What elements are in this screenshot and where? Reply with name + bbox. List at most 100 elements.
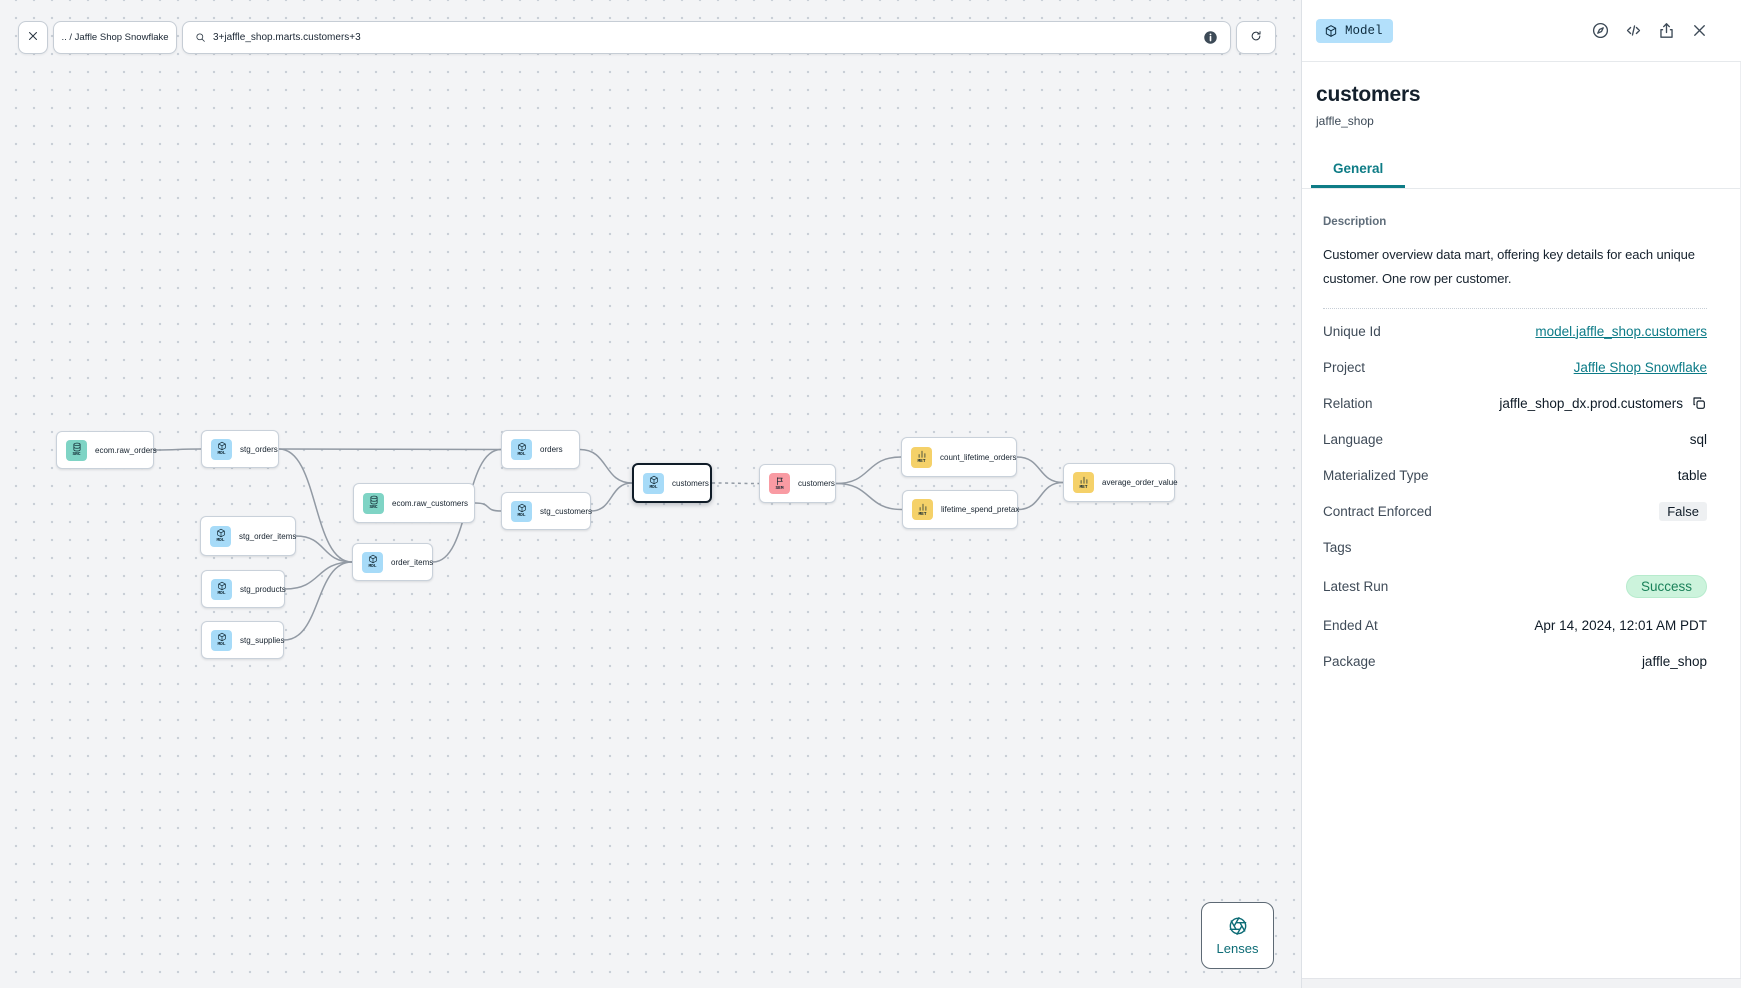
resource-type-label: Model (1345, 23, 1383, 38)
node-type-badge: SEM (769, 473, 790, 494)
lenses-label: Lenses (1216, 940, 1259, 956)
graph-edge (1017, 481, 1064, 511)
graph-edge (579, 448, 633, 484)
close-lineage-button[interactable] (18, 21, 48, 54)
node-label: average_order_value (1102, 478, 1178, 487)
database-icon (369, 495, 379, 505)
field-row-language: Language sql (1323, 421, 1707, 457)
share-button[interactable] (1654, 18, 1680, 44)
node-type-badge: MDL (511, 500, 532, 522)
field-value-link[interactable]: model.jaffle_shop.customers (1535, 323, 1707, 339)
field-row-tags: Tags (1323, 529, 1707, 565)
node-type-label: MDL (517, 451, 526, 457)
flag-icon (775, 476, 785, 486)
graph-edge (835, 482, 903, 511)
field-value-text: jaffle_shop (1641, 653, 1707, 669)
node-type-badge: SRC (66, 439, 87, 461)
status-badge: Success (1625, 574, 1707, 598)
field-value-link[interactable]: Jaffle Shop Snowflake (1573, 359, 1707, 375)
info-icon[interactable] (1203, 30, 1218, 45)
field-value-text: sql (1689, 431, 1707, 447)
node-type-label: MET (918, 511, 927, 517)
value-badge: False (1659, 501, 1707, 521)
graph-node-ecom-raw-orders[interactable]: SRC ecom.raw_orders (56, 431, 157, 469)
cube-icon (216, 528, 226, 538)
node-type-label: MDL (649, 485, 658, 491)
graph-edge (711, 482, 760, 485)
graph-node-stg-customers[interactable]: MDL stg_customers (501, 492, 593, 530)
copy-icon (1691, 395, 1707, 411)
graph-node-stg-products[interactable]: MDL stg_products (201, 570, 286, 608)
node-type-badge: MDL (211, 629, 232, 651)
field-label: Tags (1323, 539, 1352, 555)
graph-edge (278, 448, 502, 451)
node-label: lifetime_spend_pretax (941, 505, 1020, 514)
field-row-latest-run: Latest Run Success (1323, 565, 1707, 607)
explore-lineage-button[interactable] (1588, 18, 1614, 44)
panel-scrollbar[interactable] (1302, 978, 1741, 988)
cube-icon (217, 632, 227, 642)
cube-icon (517, 442, 527, 452)
field-value: Apr 14, 2024, 12:01 AM PDT (1534, 618, 1707, 633)
breadcrumb[interactable]: .. / Jaffle Shop Snowflake (53, 21, 177, 54)
node-type-label: SEM (775, 485, 784, 491)
field-label: Language (1323, 431, 1384, 447)
details-panel: Model customers jaffle_shop General Desc… (1301, 0, 1741, 988)
field-label: Latest Run (1323, 578, 1389, 594)
search-input[interactable] (213, 32, 1196, 43)
x-icon (26, 29, 40, 46)
resource-type-badge: Model (1316, 18, 1393, 43)
copy-button[interactable] (1691, 395, 1707, 411)
code-icon (1624, 21, 1644, 40)
field-row-ended-at: Ended At Apr 14, 2024, 12:01 AM PDT (1323, 607, 1707, 643)
lenses-button[interactable]: Lenses (1201, 902, 1274, 969)
field-value: model.jaffle_shop.customers (1535, 324, 1707, 339)
graph-edge (835, 456, 902, 485)
node-label: stg_orders (240, 444, 278, 454)
close-icon (1690, 21, 1710, 40)
node-type-label: MDL (216, 538, 225, 544)
refresh-button[interactable] (1236, 21, 1276, 54)
field-row-unique-id: Unique Id model.jaffle_shop.customers (1323, 313, 1707, 349)
node-label: stg_products (240, 584, 286, 594)
node-type-label: SRC (369, 505, 378, 511)
lineage-toolbar: .. / Jaffle Shop Snowflake (18, 21, 1276, 54)
graph-node-order-items[interactable]: MDL order_items (352, 543, 433, 581)
field-label: Package (1323, 653, 1376, 669)
description-label: Description (1323, 216, 1387, 228)
view-code-button[interactable] (1621, 18, 1647, 44)
close-panel-button[interactable] (1687, 18, 1713, 44)
page-subtitle: jaffle_shop (1316, 114, 1374, 128)
node-label: count_lifetime_orders (940, 452, 1017, 462)
node-type-label: MDL (368, 564, 377, 570)
graph-node-lifetime-spend-pretax[interactable]: MET lifetime_spend_pretax (902, 490, 1020, 529)
field-value: Success (1625, 574, 1707, 598)
field-label: Ended At (1323, 617, 1378, 633)
graph-edge (590, 482, 633, 512)
aperture-icon (1228, 916, 1248, 936)
node-label: stg_customers (540, 506, 593, 516)
cube-icon (217, 581, 227, 591)
search-bar[interactable] (182, 21, 1231, 54)
bar-chart-icon (1079, 475, 1089, 485)
field-label: Unique Id (1323, 323, 1381, 339)
field-value-text: table (1677, 467, 1707, 483)
explore-lineage-icon (1591, 21, 1611, 40)
field-value: jaffle_shop_dx.prod.customers (1499, 395, 1707, 411)
node-label: order_items (391, 557, 434, 567)
node-label: ecom.raw_orders (95, 445, 157, 455)
tab-general[interactable]: General (1311, 153, 1406, 188)
node-type-label: MDL (217, 451, 226, 457)
graph-node-stg-orders[interactable]: MDL stg_orders (201, 430, 279, 468)
node-type-badge: MDL (211, 578, 232, 600)
